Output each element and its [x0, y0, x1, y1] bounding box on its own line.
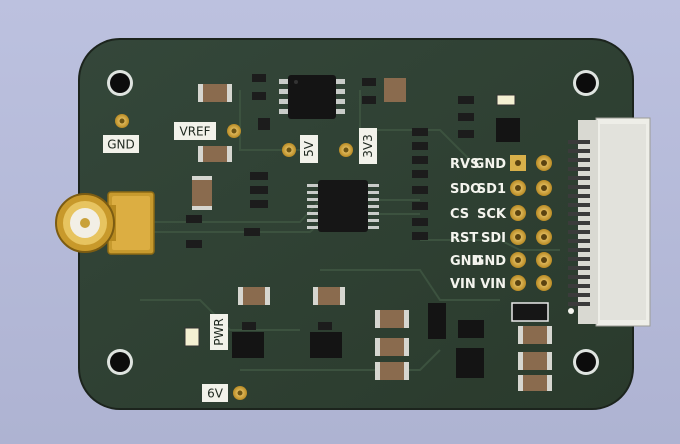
label-3v3-tp: 3V3 — [361, 134, 375, 157]
pin-label-left: VIN — [450, 277, 476, 292]
passive-endcaps — [192, 84, 552, 391]
pin-label-left: SDO — [450, 182, 481, 197]
fpc-connector — [568, 117, 651, 327]
pin-header — [510, 155, 552, 291]
pin-label-left: CS — [450, 207, 469, 222]
mounting-holes — [107, 70, 599, 375]
pin-label-right: SCK — [477, 207, 507, 222]
silkscreen-labels: GND VREF 5V 3V3 PWR 6V — [103, 122, 377, 402]
pin-header-labels: RVS GND SDO SD1 CS SCK RST SDI GND GND V… — [450, 157, 507, 292]
pin-label-right: SD1 — [477, 182, 506, 197]
label-gnd-tp: GND — [107, 138, 135, 152]
pin-label-left: GND — [450, 254, 483, 269]
test-points — [115, 114, 353, 400]
passives-small — [186, 74, 474, 330]
pin-label-right: GND — [474, 254, 507, 269]
ic-tssop-center — [307, 180, 379, 232]
label-pwr: PWR — [212, 318, 226, 345]
pin-label-right: GND — [474, 157, 507, 172]
pin-label-left: RVS — [450, 157, 479, 172]
ic-soic-top — [279, 75, 345, 119]
label-vref-tp: VREF — [179, 125, 210, 139]
pin-label-right: VIN — [480, 277, 506, 292]
pin-label-right: SDI — [481, 231, 506, 246]
pin-label-left: RST — [450, 231, 478, 246]
passives-tan — [192, 78, 552, 391]
sot-transistors — [232, 118, 549, 378]
label-6v-tp: 6V — [207, 387, 224, 401]
leds — [184, 94, 516, 347]
sma-connector — [55, 191, 155, 255]
label-5v-tp: 5V — [302, 140, 316, 157]
